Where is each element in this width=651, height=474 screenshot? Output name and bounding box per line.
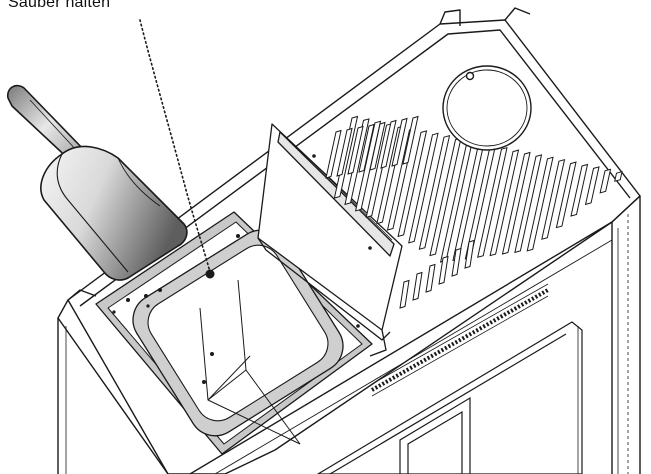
grille-slot	[336, 127, 353, 177]
grille-slot	[438, 255, 449, 285]
grille-slot	[464, 239, 475, 269]
grille-slot	[526, 156, 554, 252]
grille-slot	[354, 120, 382, 212]
grille-slot	[380, 119, 397, 169]
scoop-bowl	[40, 145, 188, 281]
grille-slot	[570, 163, 589, 217]
grille-slot	[425, 263, 436, 293]
grille-slot	[358, 123, 375, 173]
grille-slot	[418, 135, 451, 250]
callout-dot	[205, 269, 215, 279]
grille-slot	[412, 271, 423, 301]
vent-strip	[371, 288, 549, 392]
grille-slot	[599, 168, 612, 194]
grille-slot	[408, 132, 439, 244]
grille-slot	[451, 247, 462, 277]
pellet-hopper	[95, 211, 373, 455]
top-grille	[325, 115, 623, 309]
stove-front-door	[316, 321, 583, 474]
pellet-scoop	[6, 84, 188, 281]
grille-slot	[347, 125, 364, 175]
grille-slot	[402, 115, 419, 165]
round-cover	[442, 65, 532, 151]
grille-slot	[489, 149, 520, 257]
callout-label: Sauber halten	[8, 0, 111, 11]
grille-slot	[541, 159, 566, 240]
grille-slot	[584, 166, 600, 206]
grille-slot	[344, 118, 370, 206]
grille-slot	[397, 130, 428, 238]
grille-slot	[399, 279, 410, 309]
callout-leader	[139, 19, 215, 279]
grille-slot	[555, 161, 577, 229]
grille-slot	[514, 154, 543, 254]
grille-slot	[391, 117, 408, 167]
grille-slot	[325, 129, 342, 179]
grille-slot	[501, 151, 531, 255]
grille-slot	[369, 121, 386, 171]
grille-slot	[477, 147, 508, 258]
grille-slot	[614, 171, 623, 182]
